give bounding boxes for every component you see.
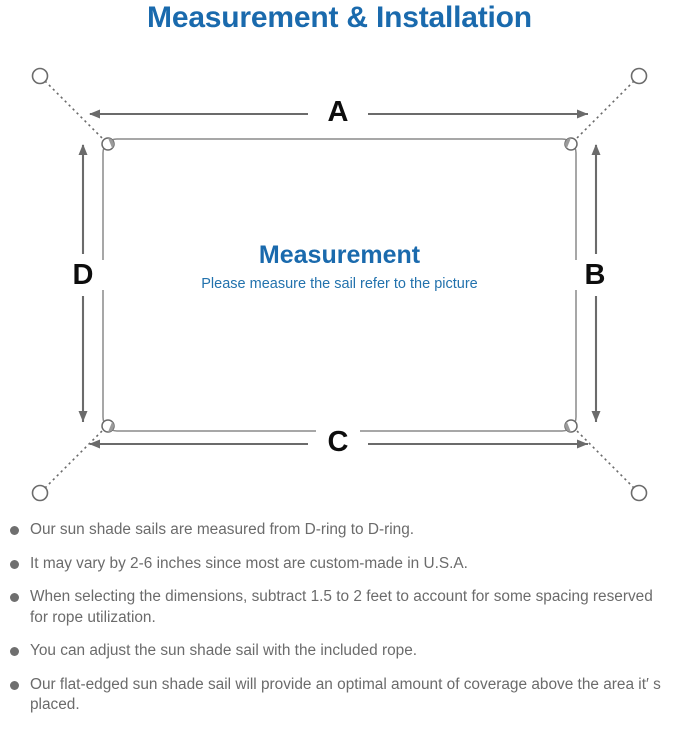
- dimension-label-c: C: [316, 427, 360, 457]
- rope-bottom-right: [574, 428, 635, 489]
- rope-top-left: [44, 80, 105, 141]
- bullet-icon: [10, 647, 19, 656]
- d-ring-shade-bl: [108, 421, 114, 432]
- notes-list: Our sun shade sails are measured from D-…: [0, 520, 679, 729]
- diagram-center-title: Measurement: [258, 241, 421, 269]
- dimension-label-b: B: [574, 260, 616, 290]
- d-ring-shading: [108, 138, 571, 432]
- anchor-post-bottom-left: [31, 484, 49, 502]
- note-text: Our sun shade sails are measured from D-…: [30, 521, 415, 538]
- anchor-post-top-right: [630, 67, 648, 85]
- d-ring-shade-br: [565, 421, 571, 432]
- list-item: You can adjust the sun shade sail with t…: [0, 641, 679, 662]
- dimension-label-a: A: [316, 97, 360, 127]
- rope-bottom-left: [44, 428, 105, 489]
- d-ring-shade-tr: [565, 138, 571, 149]
- note-text: You can adjust the sun shade sail with t…: [30, 642, 418, 659]
- note-text: Our flat-edged sun shade sail will provi…: [30, 675, 661, 714]
- list-item: Our flat-edged sun shade sail will provi…: [0, 675, 679, 716]
- anchor-post-top-left: [31, 67, 49, 85]
- list-item: When selecting the dimensions, subtract …: [0, 587, 679, 628]
- note-text: It may vary by 2-6 inches since most are…: [30, 554, 468, 572]
- sail-measurement-diagram: A B C D Measurement Please measure the s…: [0, 44, 679, 514]
- bullet-icon: [10, 526, 19, 535]
- bullet-icon: [10, 559, 19, 569]
- anchor-post-bottom-right: [630, 484, 648, 502]
- page-title: Measurement & Installation: [147, 1, 532, 34]
- diagram-center-subtitle: Please measure the sail refer to the pic…: [201, 276, 478, 292]
- rope-top-right: [574, 80, 635, 141]
- list-item: Our sun shade sails are measured from D-…: [0, 520, 679, 541]
- note-text: When selecting the dimensions, subtract …: [30, 588, 653, 626]
- list-item: It may vary by 2-6 inches since most are…: [0, 554, 679, 575]
- d-ring-shade-tl: [108, 138, 114, 149]
- dimension-label-d: D: [62, 260, 104, 290]
- bullet-icon: [10, 593, 19, 602]
- bullet-icon: [10, 680, 19, 690]
- anchor-posts: [31, 67, 648, 502]
